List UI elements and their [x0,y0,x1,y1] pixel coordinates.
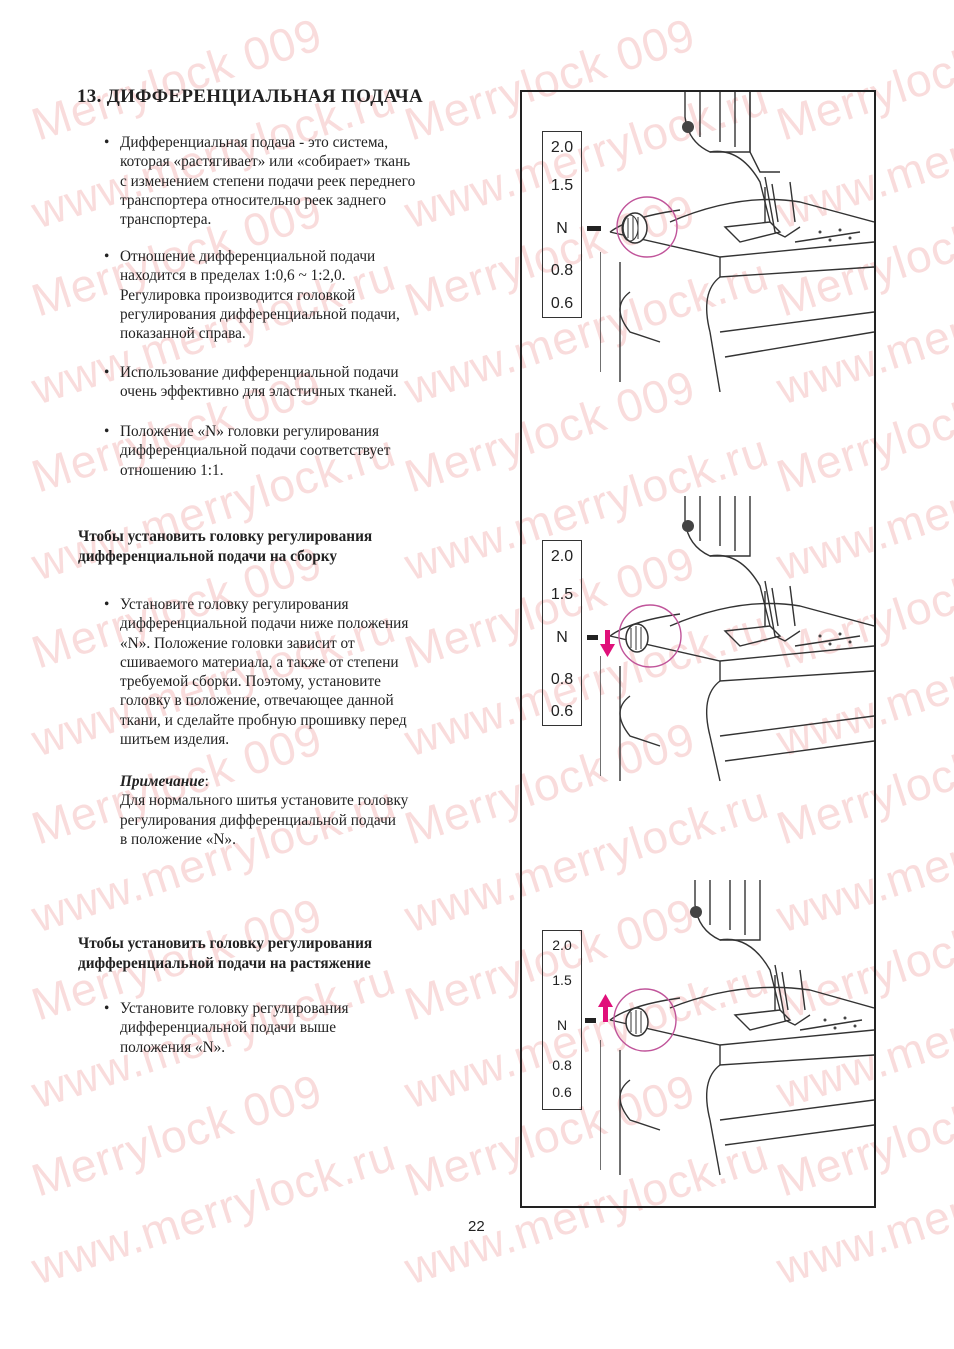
note-title: Примечание [120,773,205,790]
bullet-dot: • [104,134,110,151]
stretch-bullet: • Установите головку регулирования диффе… [104,1000,349,1056]
indicator-mark [587,226,601,231]
machine-illustration-gather [600,496,874,782]
gather-bullet: • Установите головку регулирования диффе… [104,596,409,749]
bullet-dot: • [104,423,110,440]
bullet-item: • Отношение дифференциальной подачи нахо… [104,248,400,343]
bullet-dot: • [104,364,110,381]
section-title: 13. ДИФФЕРЕНЦИАЛЬНАЯ ПОДАЧА [77,86,423,107]
bullet-item: • Использование дифференциальной подачи … [104,364,399,401]
dial-scale: 2.0 1.5 N 0.8 0.6 [542,131,582,318]
bullet-item: • Положение «N» головки регулирования ди… [104,423,391,479]
page-number: 22 [468,1218,485,1235]
note-block: Примечание: Для нормального шитья устано… [120,773,409,848]
stretch-heading: Чтобы установить головку регулирования д… [78,935,373,972]
bullet-dot: • [104,248,110,265]
bullet-dot: • [104,1000,110,1017]
dial-scale: 2.0 1.5 N 0.8 0.6 [542,930,582,1110]
bullet-dot: • [104,596,110,613]
illustration-frame [520,90,876,1208]
machine-illustration-stretch [600,880,874,1176]
bullet-item: • Дифференциальная подача - это система,… [104,134,416,229]
machine-illustration-normal [600,92,874,392]
dial-scale: 2.0 1.5 N 0.8 0.6 [542,540,582,726]
gather-heading: Чтобы установить головку регулирования д… [78,528,373,565]
arrow-down-icon [587,630,615,657]
arrow-up-icon [585,994,613,1023]
